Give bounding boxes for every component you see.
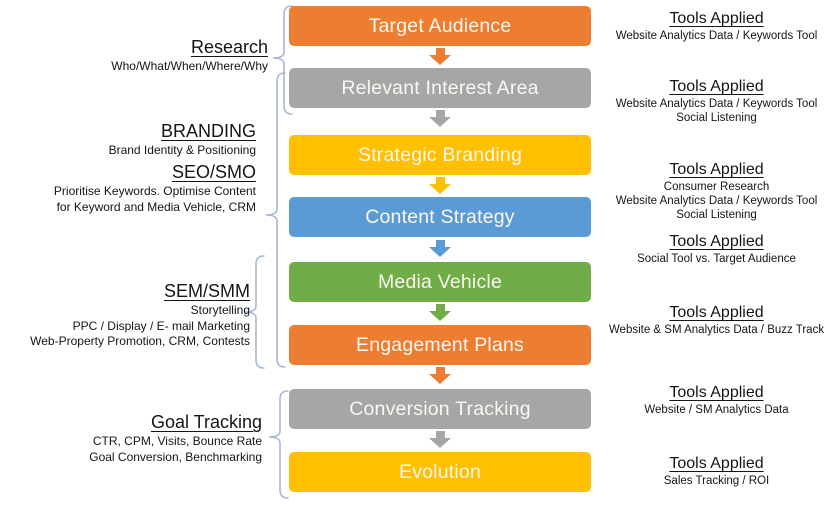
phase-label-sem-smm: SEM/SMM Storytelling PPC / Display / E- …	[0, 279, 250, 350]
brace-research	[272, 5, 293, 115]
phase-label-seo-smo: SEO/SMO Prioritise Keywords. Optimise Co…	[0, 160, 256, 215]
phase-detail: CTR, CPM, Visits, Bounce Rate	[92, 434, 262, 448]
down-arrow-icon	[429, 240, 451, 257]
phase-label-research: Research Who/What/When/Where/Why	[0, 35, 268, 75]
tool-item: Social Listening	[676, 209, 757, 221]
tools-heading: Tools Applied	[669, 455, 764, 472]
brace-goal-tracking	[268, 390, 289, 499]
tool-item: Sales Tracking / ROI	[663, 475, 770, 487]
phase-heading: SEO/SMO	[171, 162, 256, 182]
step-label: Strategic Branding	[357, 143, 523, 166]
tools-heading: Tools Applied	[669, 233, 764, 250]
tool-item: Website & SM Analytics Data / Buzz Track	[608, 324, 825, 336]
down-arrow-icon	[429, 110, 451, 127]
step-box-evolution: Evolution	[289, 452, 591, 492]
phase-detail: Prioritise Keywords. Optimise Content	[53, 184, 256, 198]
phase-label-branding: BRANDING Brand Identity & Positioning	[0, 119, 256, 159]
step-label: Engagement Plans	[356, 333, 524, 356]
down-arrow-icon	[429, 304, 451, 321]
brace-sem-smm	[244, 255, 265, 369]
step-box-conversion-tracking: Conversion Tracking	[289, 389, 591, 429]
step-box-strategic-branding: Strategic Branding	[289, 135, 591, 175]
step-label: Conversion Tracking	[349, 397, 531, 420]
tools-applied-conversion-tracking: Tools Applied Website / SM Analytics Dat…	[593, 383, 840, 417]
phase-detail: for Keyword and Media Vehicle, CRM	[56, 199, 256, 214]
tool-item: Website / SM Analytics Data	[644, 404, 789, 416]
phase-detail: PPC / Display / E- mail Marketing	[72, 318, 250, 333]
phase-detail: Web-Property Promotion, CRM, Contests	[30, 334, 250, 348]
down-arrow-icon	[429, 177, 451, 194]
tools-heading: Tools Applied	[669, 161, 764, 178]
step-box-media-vehicle: Media Vehicle	[289, 262, 591, 302]
step-box-relevant-interest-area: Relevant Interest Area	[289, 68, 591, 108]
tools-applied-evolution: Tools Applied Sales Tracking / ROI	[593, 454, 840, 488]
phase-detail: Brand Identity & Positioning	[108, 143, 256, 157]
tools-applied-strategic-branding: Tools Applied Consumer Research Website …	[593, 160, 840, 222]
tools-heading: Tools Applied	[669, 78, 764, 95]
tools-applied-target-audience: Tools Applied Website Analytics Data / K…	[593, 9, 840, 43]
tools-applied-relevant-interest: Tools Applied Website Analytics Data / K…	[593, 77, 840, 125]
tool-item: Social Listening	[676, 112, 757, 124]
step-label: Evolution	[398, 460, 482, 483]
brace-branding-seo	[265, 72, 286, 368]
step-box-content-strategy: Content Strategy	[289, 197, 591, 237]
tools-applied-engagement-plans: Tools Applied Website & SM Analytics Dat…	[593, 303, 840, 337]
tool-item: Consumer Research	[663, 181, 770, 193]
tools-applied-content-strategy: Tools Applied Social Tool vs. Target Aud…	[593, 232, 840, 266]
phase-heading: Research	[190, 37, 268, 57]
step-label: Content Strategy	[365, 205, 515, 228]
phase-label-goal-tracking: Goal Tracking CTR, CPM, Visits, Bounce R…	[0, 410, 262, 465]
step-box-target-audience: Target Audience	[289, 6, 591, 46]
step-label: Media Vehicle	[377, 270, 502, 293]
tools-heading: Tools Applied	[669, 10, 764, 27]
tools-heading: Tools Applied	[669, 304, 764, 321]
step-label: Relevant Interest Area	[341, 76, 539, 99]
down-arrow-icon	[429, 48, 451, 65]
phase-heading: Goal Tracking	[150, 412, 262, 432]
step-box-engagement-plans: Engagement Plans	[289, 325, 591, 365]
tools-heading: Tools Applied	[669, 384, 764, 401]
phase-detail: Goal Conversion, Benchmarking	[89, 449, 262, 464]
down-arrow-icon	[429, 367, 451, 384]
down-arrow-icon	[429, 431, 451, 448]
phase-detail: Storytelling	[190, 303, 250, 317]
phase-detail: Who/What/When/Where/Why	[111, 59, 268, 73]
tool-item: Social Tool vs. Target Audience	[637, 253, 796, 265]
phase-heading: SEM/SMM	[163, 281, 250, 301]
tool-item: Website Analytics Data / Keywords Tool	[615, 98, 818, 110]
tool-item: Website Analytics Data / Keywords Tool	[615, 30, 818, 42]
tool-item: Website Analytics Data / Keywords Tool	[615, 195, 818, 207]
step-label: Target Audience	[368, 14, 512, 37]
phase-heading: BRANDING	[160, 121, 256, 141]
